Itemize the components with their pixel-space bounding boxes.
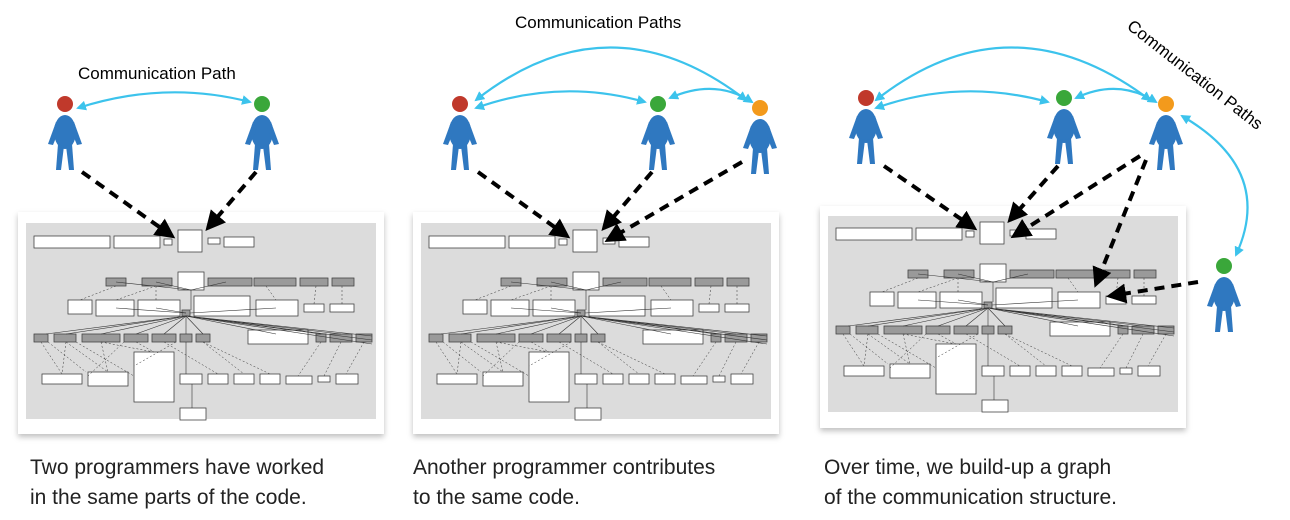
caption-line: to the same code.: [413, 486, 580, 509]
communication-path-arrow: [1180, 115, 1249, 257]
person-icon: [1149, 96, 1183, 170]
dashed-arrow-icon: [205, 170, 258, 232]
code-graph-canvas-3: [828, 216, 1178, 412]
dashed-arrow-icon: [1092, 159, 1148, 288]
communication-path-arrow: [76, 91, 252, 111]
communication-paths-label: Communication Paths: [515, 13, 681, 32]
communication-path-arrow: [1074, 87, 1158, 104]
dashed-arrow-icon: [476, 170, 571, 239]
communication-path-arrow: [474, 46, 748, 102]
caption-line: Two programmers have worked: [30, 456, 325, 479]
dashed-arrow-icon: [80, 170, 176, 239]
communication-path-arrow: [874, 46, 1152, 102]
caption-line: Over time, we build-up a graph: [824, 456, 1112, 479]
panel-1: Communication Path: [18, 64, 384, 434]
communication-path-arrow: [874, 90, 1050, 111]
caption-panel-1: Two programmers have worked in the same …: [30, 453, 324, 513]
panel-3: Communication Paths: [820, 16, 1266, 428]
person-icon: [1047, 90, 1081, 164]
person-icon: [443, 96, 477, 170]
person-icon: [641, 96, 675, 170]
person-icon: [849, 90, 883, 164]
code-graph-canvas-1: [26, 223, 376, 419]
dashed-arrow-icon: [1106, 280, 1199, 304]
caption-panel-2: Another programmer contributes to the sa…: [413, 453, 715, 513]
person-icon: [1207, 258, 1241, 332]
person-icon: [48, 96, 82, 170]
dashed-arrow-icon: [1010, 154, 1142, 239]
panel-2: Communication Paths: [413, 13, 779, 434]
dashed-arrow-icon: [1007, 164, 1060, 223]
caption-line: Another programmer contributes: [413, 456, 716, 479]
dashed-arrow-icon: [601, 170, 654, 232]
caption-panel-3: Over time, we build-up a graph of the co…: [824, 453, 1117, 513]
caption-line: of the communication structure.: [824, 486, 1117, 509]
dashed-arrow-icon: [882, 164, 978, 231]
code-graph-canvas-2: [421, 223, 771, 419]
communication-path-arrow: [474, 90, 647, 111]
communication-paths-label: Communication Paths: [1124, 16, 1267, 133]
person-icon: [245, 96, 279, 170]
communication-path-label: Communication Path: [78, 64, 236, 83]
communication-path-arrow: [668, 87, 754, 104]
dashed-arrow-icon: [604, 160, 744, 243]
person-icon: [743, 100, 777, 174]
caption-line: in the same parts of the code.: [30, 486, 307, 509]
